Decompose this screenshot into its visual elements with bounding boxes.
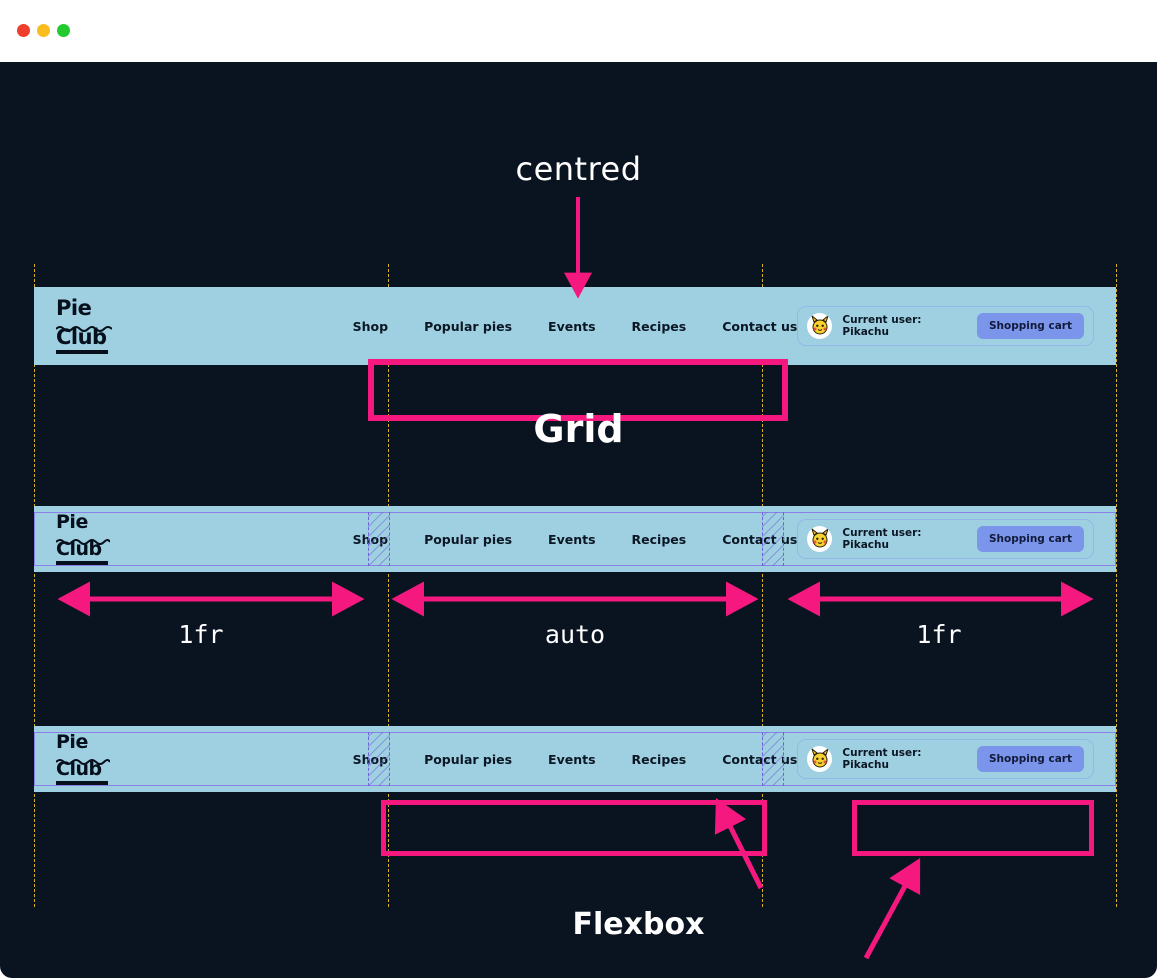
nav-link-recipes[interactable]: Recipes bbox=[631, 318, 687, 334]
pikachu-avatar-icon bbox=[807, 746, 833, 772]
user-area: Current user: Pikachu Shopping cart bbox=[797, 306, 1094, 346]
shopping-cart-button[interactable]: Shopping cart bbox=[976, 526, 1084, 552]
primary-nav-links: Shop Popular pies Events Recipes Contact… bbox=[353, 319, 798, 334]
user-box: Current user: Pikachu Shopping cart bbox=[797, 306, 1094, 346]
user-box: Current user: Pikachu Shopping cart bbox=[797, 739, 1094, 779]
site-logo[interactable]: Pie Club bbox=[55, 731, 112, 785]
nav-link-events[interactable]: Events bbox=[548, 751, 596, 767]
nav-link-contact-us[interactable]: Contact us bbox=[722, 531, 798, 547]
nav-link-shop[interactable]: Shop bbox=[352, 531, 389, 547]
track-label-1fr-left: 1fr bbox=[178, 620, 224, 649]
grid-guide-line-4 bbox=[1116, 264, 1117, 907]
navbar-centred-example: Pie Club Shop Popular pies Events Recipe… bbox=[34, 287, 1116, 365]
up-left-arrow-icon bbox=[714, 797, 764, 890]
solid-underline-icon bbox=[56, 350, 108, 354]
nav-link-recipes[interactable]: Recipes bbox=[631, 531, 687, 547]
highlight-box-flex-user-area bbox=[852, 800, 1094, 856]
shopping-cart-button[interactable]: Shopping cart bbox=[976, 313, 1084, 339]
site-logo[interactable]: Pie Club bbox=[55, 296, 113, 354]
annotation-flexbox: Flexbox bbox=[572, 907, 705, 942]
primary-nav-links: Shop Popular pies Events Recipes Contact… bbox=[353, 752, 798, 767]
nav-link-shop[interactable]: Shop bbox=[352, 318, 389, 334]
track-label-auto: auto bbox=[544, 620, 606, 649]
site-logo[interactable]: Pie Club bbox=[55, 511, 112, 565]
annotation-grid: Grid bbox=[533, 407, 624, 451]
window-titlebar bbox=[0, 0, 1157, 62]
nav-link-events[interactable]: Events bbox=[548, 531, 596, 547]
solid-underline-icon bbox=[56, 781, 108, 785]
nav-link-recipes[interactable]: Recipes bbox=[631, 751, 687, 767]
solid-underline-icon bbox=[56, 561, 108, 565]
user-area: Current user: Pikachu Shopping cart bbox=[797, 739, 1094, 779]
navbar-flexbox-example: Pie Club Shop Popular pies Events Recipe… bbox=[34, 726, 1116, 792]
diagram-canvas: centred Pie Club Shop Popular pies Event… bbox=[0, 62, 1157, 978]
close-button-icon[interactable] bbox=[17, 24, 30, 37]
nav-link-contact-us[interactable]: Contact us bbox=[722, 751, 798, 767]
wavy-underline-icon bbox=[55, 753, 112, 765]
nav-link-contact-us[interactable]: Contact us bbox=[722, 318, 798, 334]
wavy-underline-icon bbox=[55, 533, 112, 545]
shopping-cart-button[interactable]: Shopping cart bbox=[976, 746, 1084, 772]
wavy-underline-icon bbox=[55, 320, 113, 332]
nav-link-popular-pies[interactable]: Popular pies bbox=[424, 531, 513, 547]
current-user-label: Current user: Pikachu bbox=[842, 747, 922, 771]
current-user-label: Current user: Pikachu bbox=[842, 527, 922, 551]
nav-link-shop[interactable]: Shop bbox=[352, 751, 389, 767]
navbar-grid-tracks-example: Pie Club Shop Popular pies Events Recipe… bbox=[34, 506, 1116, 572]
logo-line-club: Club bbox=[56, 538, 102, 560]
logo-line-club: Club bbox=[56, 325, 107, 349]
pikachu-avatar-icon bbox=[807, 526, 833, 552]
minimize-button-icon[interactable] bbox=[37, 24, 50, 37]
current-user-label: Current user: Pikachu bbox=[842, 314, 922, 338]
maximize-button-icon[interactable] bbox=[57, 24, 70, 37]
traffic-light-controls bbox=[17, 24, 70, 37]
nav-link-events[interactable]: Events bbox=[548, 318, 596, 334]
logo-line-pie: Pie bbox=[56, 296, 92, 320]
logo-line-pie: Pie bbox=[56, 511, 88, 533]
logo-line-club: Club bbox=[56, 758, 102, 780]
primary-nav-links: Shop Popular pies Events Recipes Contact… bbox=[353, 532, 798, 547]
pikachu-avatar-icon bbox=[807, 313, 833, 339]
logo-line-pie: Pie bbox=[56, 731, 88, 753]
nav-link-popular-pies[interactable]: Popular pies bbox=[424, 751, 513, 767]
nav-link-popular-pies[interactable]: Popular pies bbox=[424, 318, 513, 334]
highlight-box-flex-nav-links bbox=[381, 800, 767, 856]
track-label-1fr-right: 1fr bbox=[916, 620, 962, 649]
user-box: Current user: Pikachu Shopping cart bbox=[797, 519, 1094, 559]
user-area: Current user: Pikachu Shopping cart bbox=[797, 519, 1094, 559]
annotation-centred: centred bbox=[515, 150, 642, 188]
